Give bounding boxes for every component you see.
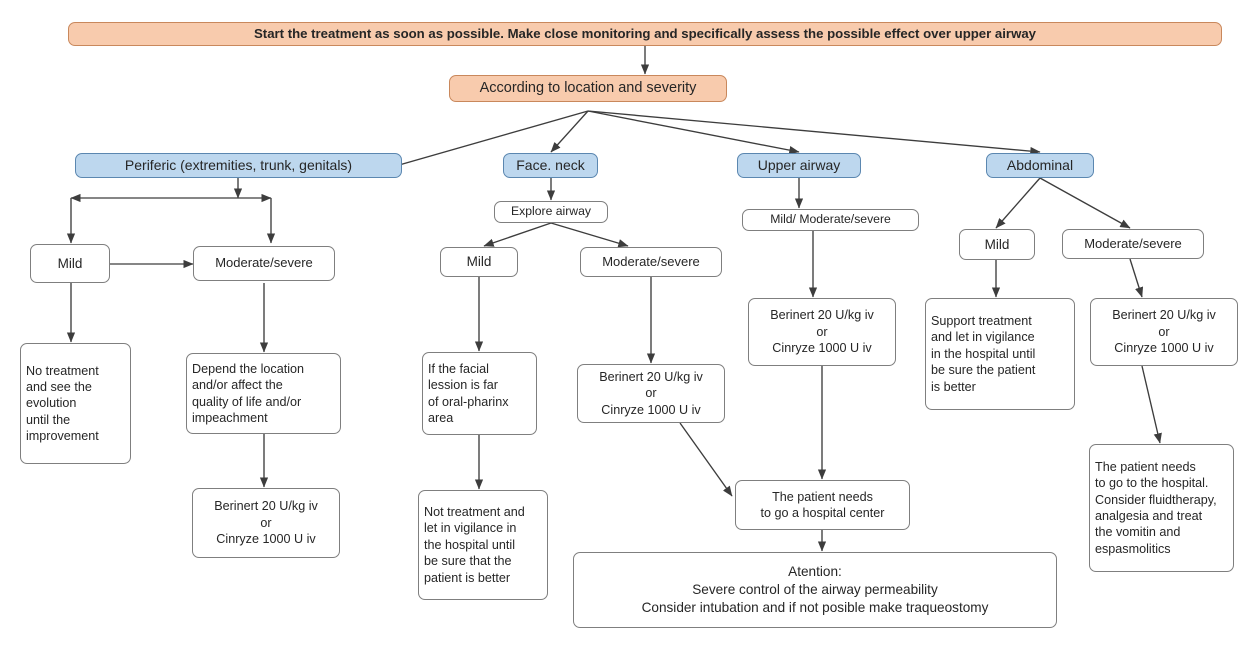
face-neck-explore-airway: Explore airway — [494, 201, 608, 223]
abdominal-moderate-severe: Moderate/severe — [1062, 229, 1204, 259]
periferic-moderate-action-text: Depend the location and/or affect the qu… — [192, 361, 305, 425]
upper-airway-severity: Mild/ Moderate/severe — [742, 209, 919, 231]
face-neck-explore-airway-label: Explore airway — [511, 204, 591, 219]
upper-airway-drug: Berinert 20 U/kg iv or Cinryze 1000 U iv — [748, 298, 896, 366]
upper-airway-hospital-text: The patient needs to go a hospital cente… — [760, 489, 885, 520]
upper-airway-hospital: The patient needs to go a hospital cente… — [735, 480, 910, 530]
face-neck-mild-action-text: If the facial lession is far of oral-pha… — [428, 361, 509, 425]
face-neck-mild-action: If the facial lession is far of oral-pha… — [422, 352, 537, 435]
abdominal-drug: Berinert 20 U/kg iv or Cinryze 1000 U iv — [1090, 298, 1238, 366]
category-upper-airway: Upper airway — [737, 153, 861, 178]
face-neck-mild: Mild — [440, 247, 518, 277]
periferic-drug-text: Berinert 20 U/kg iv or Cinryze 1000 U iv — [214, 499, 318, 547]
periferic-mild: Mild — [30, 244, 110, 283]
face-neck-moderate-severe-label: Moderate/severe — [602, 253, 700, 269]
header-banner: Start the treatment as soon as possible.… — [68, 22, 1222, 46]
abdominal-moderate-severe-label: Moderate/severe — [1084, 235, 1182, 251]
abdominal-mild-label: Mild — [984, 236, 1010, 252]
category-face-neck: Face. neck — [503, 153, 598, 178]
upper-airway-drug-text: Berinert 20 U/kg iv or Cinryze 1000 U iv — [770, 308, 874, 356]
periferic-drug: Berinert 20 U/kg iv or Cinryze 1000 U iv — [192, 488, 340, 558]
category-face-neck-label: Face. neck — [516, 157, 585, 174]
periferic-mild-action-text: No treatment and see the evolution until… — [26, 363, 99, 444]
face-neck-moderate-severe: Moderate/severe — [580, 247, 722, 277]
periferic-moderate-severe: Moderate/severe — [193, 246, 335, 281]
abdominal-mild-action: Support treatment and let in vigilance i… — [925, 298, 1075, 410]
attention-box-text: Atention: Severe control of the airway p… — [641, 564, 989, 615]
header-banner-text: Start the treatment as soon as possible.… — [254, 26, 1036, 42]
category-periferic-label: Periferic (extremities, trunk, genitals) — [124, 157, 353, 174]
face-neck-drug-text: Berinert 20 U/kg iv or Cinryze 1000 U iv — [599, 369, 703, 417]
category-abdominal: Abdominal — [986, 153, 1094, 178]
attention-box: Atention: Severe control of the airway p… — [573, 552, 1057, 628]
face-neck-mild-action-secondary: Not treatment and let in vigilance in th… — [418, 490, 548, 600]
category-periferic: Periferic (extremities, trunk, genitals) — [75, 153, 402, 178]
face-neck-drug: Berinert 20 U/kg iv or Cinryze 1000 U iv — [577, 364, 725, 423]
abdominal-mild-action-text: Support treatment and let in vigilance i… — [931, 314, 1036, 394]
category-upper-airway-label: Upper airway — [757, 157, 841, 174]
abdominal-drug-text: Berinert 20 U/kg iv or Cinryze 1000 U iv — [1112, 308, 1216, 356]
periferic-moderate-severe-label: Moderate/severe — [215, 255, 313, 271]
periferic-moderate-action: Depend the location and/or affect the qu… — [186, 353, 341, 434]
upper-airway-severity-label: Mild/ Moderate/severe — [770, 212, 891, 227]
abdominal-hospital-action: The patient needs to go to the hospital.… — [1089, 444, 1234, 572]
root-node: According to location and severity — [449, 75, 727, 102]
periferic-mild-label: Mild — [57, 255, 83, 271]
face-neck-mild-action-secondary-text: Not treatment and let in vigilance in th… — [424, 505, 525, 585]
periferic-mild-action: No treatment and see the evolution until… — [20, 343, 131, 464]
face-neck-mild-label: Mild — [466, 254, 492, 270]
root-node-text: According to location and severity — [479, 80, 697, 97]
category-abdominal-label: Abdominal — [1006, 157, 1074, 174]
abdominal-mild: Mild — [959, 229, 1035, 260]
abdominal-hospital-action-text: The patient needs to go to the hospital.… — [1095, 459, 1217, 556]
